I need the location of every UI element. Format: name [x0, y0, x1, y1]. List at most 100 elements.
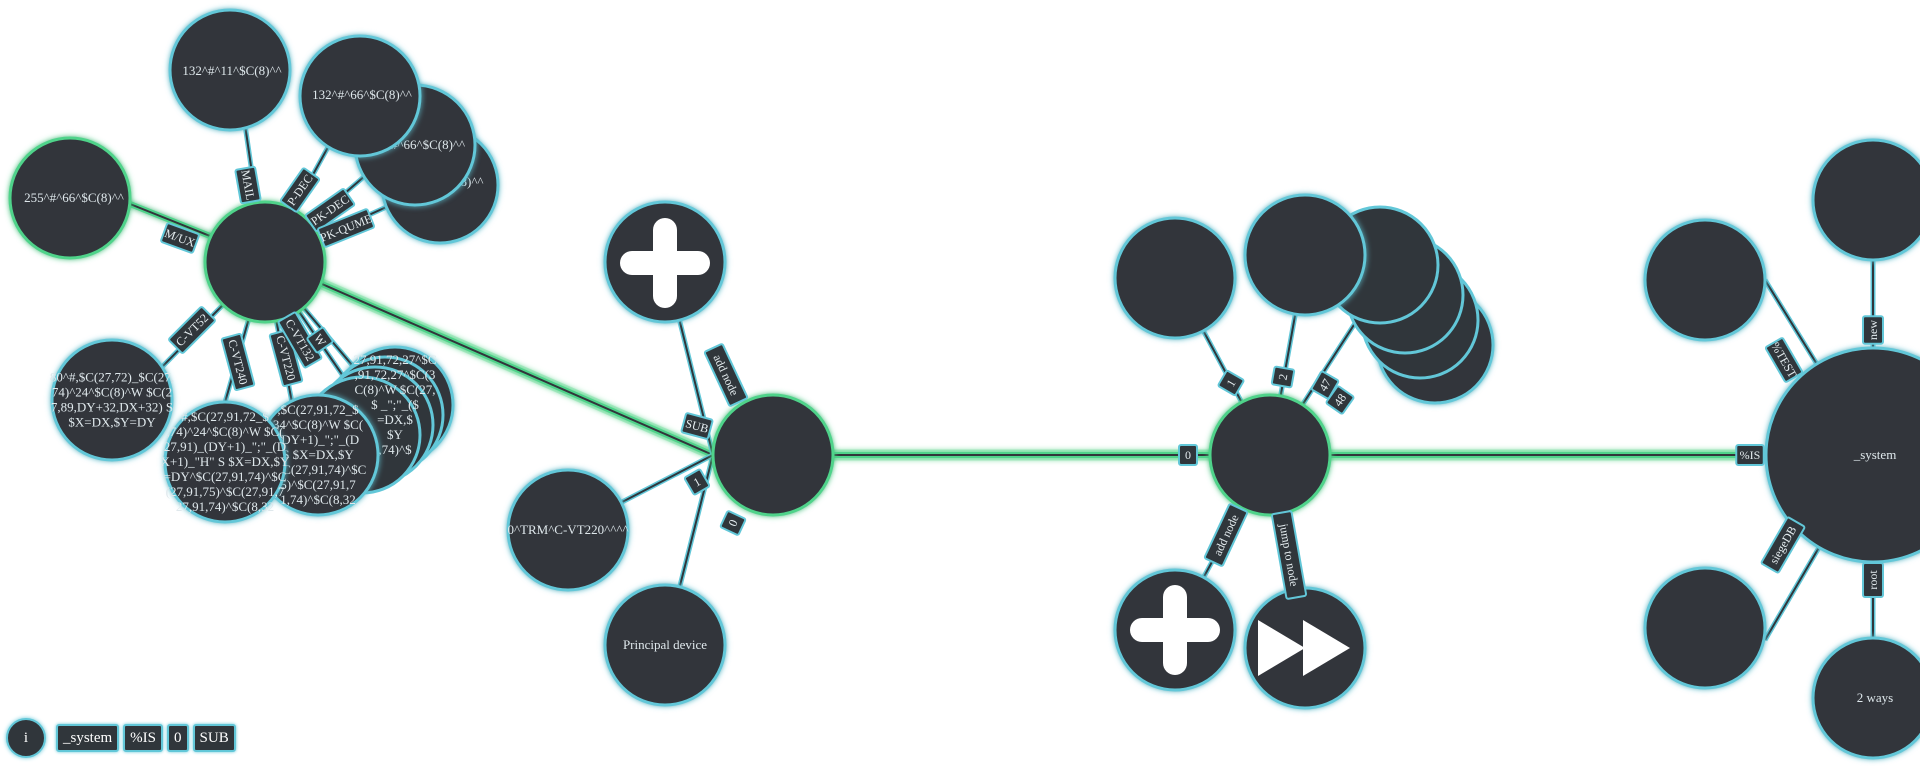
edge-label-zero[interactable]: 0 [719, 510, 747, 536]
graph-node[interactable]: 132^#^11^$C(8)^^ [168, 8, 292, 132]
svg-text:2: 2 [1276, 373, 1291, 381]
breadcrumb-item-system[interactable]: _system [56, 724, 120, 752]
vt240-label: #,$C(27,91,72_$,74)^24^$C(8)^W $C(27,91)… [161, 409, 291, 514]
node-label-line: (27,91,75)^$C(27,91,7 [166, 484, 285, 499]
edge-label-new[interactable]: new [1862, 315, 1884, 345]
svg-text:new: new [1866, 320, 1880, 340]
graph-node-sub[interactable] [711, 393, 835, 517]
graph-node[interactable] [1811, 138, 1920, 262]
node-label-line: 7,89,DY+32,DX+32) S [51, 400, 173, 415]
breadcrumb-item-sub[interactable]: SUB [192, 724, 236, 752]
node-label-line: 27,91,74)^$C(8,32 [176, 499, 274, 514]
edge-label-add-node[interactable]: add node [703, 343, 749, 407]
node-label-line: ,$C(27,91,72_$ [277, 402, 359, 417]
svg-text:%IS: %IS [1740, 448, 1761, 462]
info-button[interactable]: i [6, 718, 46, 758]
graph-node-hub[interactable] [203, 200, 327, 324]
svg-text:SUB: SUB [684, 416, 710, 436]
edge-label-sub[interactable]: SUB [680, 412, 714, 440]
svg-text:132^#^66^$C(8)^^: 132^#^66^$C(8)^^ [312, 87, 412, 102]
vt220-label: ,$C(27,91,72_$34^$C(8)^W $C((DY+1)_";"_(… [270, 402, 367, 507]
edge-label-one[interactable]: 1 [1217, 369, 1245, 397]
svg-text:255^#^66^$C(8)^^: 255^#^66^$C(8)^^ [24, 190, 124, 205]
svg-text:2 ways: 2 ways [1857, 690, 1893, 705]
info-icon: i [23, 729, 29, 746]
graph-node[interactable]: Principal device [603, 583, 727, 707]
svg-text:Principal device: Principal device [623, 637, 707, 652]
edge-label-two[interactable]: 2 [1270, 365, 1296, 389]
graph-node[interactable]: ,$C(27,91,72_$34^$C(8)^W $C((DY+1)_";"_(… [256, 393, 380, 517]
node-label-line: =DY^$C(27,91,74)^$C [164, 469, 287, 484]
graph-node[interactable] [1643, 218, 1767, 342]
node-label-line: X+1)_"H" S $X=DX,$Y [161, 454, 291, 469]
edge-label-pk-qume[interactable]: PK-QUME [317, 208, 375, 248]
node-label-line: ,74)^24^$C(8)^W $C( [167, 424, 284, 439]
edge-label-pct-is[interactable]: %IS [1735, 444, 1765, 466]
node-label-line: 80^#,$C(27,72)_$C(27, [50, 370, 174, 385]
graph-node-zero[interactable] [1208, 393, 1332, 517]
node-label-line: ,74)^$ [378, 442, 412, 457]
graph-node[interactable]: 0^TRM^C-VT220^^^^ [506, 468, 630, 592]
edge-label-p-dec[interactable]: P-DEC [279, 167, 321, 213]
node-label-line: $ _";"_($ [371, 397, 419, 412]
node-label-line: 5)^$C(27,91,7 [280, 477, 356, 492]
edge-label-c-vt240[interactable]: C-VT240 [220, 333, 256, 391]
graph-node[interactable]: 80^#,$C(27,72)_$C(27,74)^24^$C(8)^W $C(2… [50, 338, 174, 462]
node-label-line: 27,91)_(DY+1)_";"_(D [164, 439, 286, 454]
node-label-line: ^$C(27,91,74)^$C [270, 462, 367, 477]
node-label-line: C(8)^W $C(27, [355, 382, 436, 397]
edge-label-jump[interactable]: jump to node [1271, 510, 1307, 600]
node-label-line: 1,74)^$C(8,32 [280, 492, 355, 507]
breadcrumb-item-zero[interactable]: 0 [167, 724, 189, 752]
svg-text:root: root [1866, 570, 1880, 590]
fast-forward-icon [1258, 620, 1350, 676]
edge-label-pct-test[interactable]: %TEST [1764, 337, 1804, 383]
svg-text:132^#^11^$C(8)^^: 132^#^11^$C(8)^^ [182, 63, 281, 78]
node-label-line: ,91,72,27^$C(3 [355, 367, 436, 382]
add-node-button[interactable] [1113, 568, 1237, 692]
svg-text:#^66^$C(8)^^: #^66^$C(8)^^ [391, 137, 465, 152]
node-label-line: $Y [387, 427, 404, 442]
edge-label-mux[interactable]: M/UX [160, 222, 200, 254]
graph-node[interactable] [1113, 216, 1237, 340]
graph-node-stack[interactable] [1320, 205, 1495, 405]
plus-icon [620, 218, 710, 308]
graph-node[interactable] [1243, 193, 1367, 317]
edge-label-add-node[interactable]: add node [1203, 503, 1249, 567]
node-label-line: =DX,$ [377, 412, 413, 427]
svg-text:_system: _system [1853, 447, 1897, 462]
node-label-line: S $X=DX,$Y [282, 447, 354, 462]
breadcrumb-item-is[interactable]: %IS [123, 724, 164, 752]
graph-node[interactable]: 255^#^66^$C(8)^^ [8, 136, 132, 260]
edge-label-extra1[interactable]: W [306, 326, 334, 354]
edge-label-n48[interactable]: 48 [1325, 385, 1355, 415]
svg-text:0: 0 [1185, 448, 1191, 462]
edge-label-n47[interactable]: 47 [1310, 370, 1340, 400]
edge-label-one[interactable]: 1 [683, 468, 711, 496]
svg-text:0: 0 [725, 517, 740, 528]
node-label-line: 74)^24^$C(8)^W $C(2 [52, 385, 172, 400]
graph-node[interactable]: 2 ways [1811, 636, 1920, 760]
node-label-line: 34^$C(8)^W $C( [273, 417, 363, 432]
edge-label-mail[interactable]: MAIL [234, 165, 262, 205]
svg-text:MAIL: MAIL [238, 169, 257, 202]
edge-label-root[interactable]: root [1862, 562, 1884, 598]
breadcrumb: i _system %IS 0 SUB [6, 718, 236, 758]
graph-node[interactable]: 132^#^66^$C(8)^^ [298, 34, 422, 158]
edge-label-zero[interactable]: 0 [1178, 444, 1198, 466]
add-node-button[interactable] [603, 200, 727, 324]
plus-icon [1130, 585, 1220, 675]
graph-node[interactable] [1643, 566, 1767, 690]
svg-text:0^TRM^C-VT220^^^^: 0^TRM^C-VT220^^^^ [507, 522, 628, 537]
edge-label-siege-db[interactable]: siegeDB [1760, 516, 1806, 574]
node-label-line: #,$C(27,91,72_$ [181, 409, 269, 424]
edge-label-c-vt52[interactable]: C-VT52 [168, 306, 216, 354]
node-label-line: $X=DX,$Y=DY [68, 415, 156, 430]
node-label-line: (DY+1)_";"_(D [277, 432, 359, 447]
graph-node[interactable]: #,$C(27,91,72_$,74)^24^$C(8)^W $C(27,91)… [161, 400, 291, 524]
node-label-line: 27,91,72,27^$C [353, 352, 436, 367]
vt52-label: 80^#,$C(27,72)_$C(27,74)^24^$C(8)^W $C(2… [50, 370, 174, 430]
jump-to-node-button[interactable] [1243, 586, 1367, 710]
